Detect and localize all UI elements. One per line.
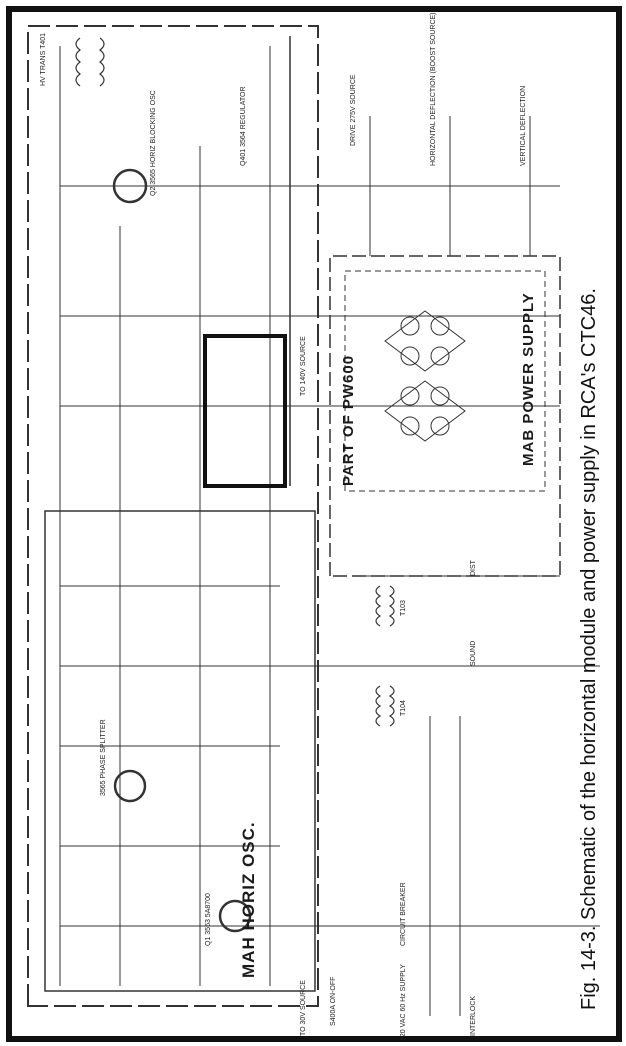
pw600-label: PART OF PW600	[340, 354, 357, 486]
drive-source-label: DRIVE 275V SOURCE	[350, 74, 357, 146]
t104-label: T104	[400, 700, 407, 716]
ac-supply-label: 120 VAC 60 Hz SUPPLY	[400, 964, 407, 1041]
q1-label: Q1 3563 5A8700	[205, 893, 212, 946]
hv-transformer	[75, 37, 105, 87]
horizontal-module-box	[27, 25, 319, 1007]
heavy-wire-box	[203, 334, 287, 488]
sound-label: SOUND	[470, 640, 477, 666]
transistor-q2	[112, 168, 148, 204]
hv-transformer-label: HV TRANS T401	[40, 32, 47, 86]
circuit-breaker-label: CIRCUIT BREAKER	[400, 882, 407, 946]
power-supply-box	[329, 255, 561, 577]
mab-box	[344, 270, 546, 492]
transformer-t104	[375, 685, 395, 727]
t103-label: T103	[400, 600, 407, 616]
bridge-rectifier-2	[384, 310, 466, 372]
page-border	[6, 6, 622, 1042]
source-140v-label: TO 140V SOURCE	[300, 336, 307, 396]
figure-caption: Fig. 14-3. Schematic of the horizontal m…	[578, 288, 600, 1010]
osc-block-label: MAH HORIZ OSC.	[239, 821, 258, 978]
dist-label: DIST	[470, 560, 477, 576]
transistor-q3	[113, 769, 147, 803]
transistor-q1	[218, 899, 252, 933]
phase-splitter-label: 3565 PHASE SPLITTER	[100, 719, 107, 796]
transformer-t103	[375, 585, 395, 627]
mab-power-supply-label: MAB POWER SUPPLY	[520, 292, 537, 466]
oscillator-box	[44, 510, 316, 992]
horizontal-deflection-label: HORIZONTAL DEFLECTION (BOOST SOURCE)	[430, 12, 437, 167]
bridge-rectifier-1	[384, 380, 466, 442]
source-30v-label: TO 30V SOURCE	[300, 980, 307, 1036]
interlock-label: INTERLOCK	[470, 995, 477, 1036]
q401-label: Q401 3564 REGULATOR	[240, 86, 247, 166]
on-off-switch-label: S400A ON-OFF	[330, 976, 337, 1026]
q2-label: Q2 3565 HORIZ BLOCKING OSC	[150, 90, 157, 196]
vertical-deflection-label: VERTICAL DEFLECTION	[520, 85, 527, 166]
